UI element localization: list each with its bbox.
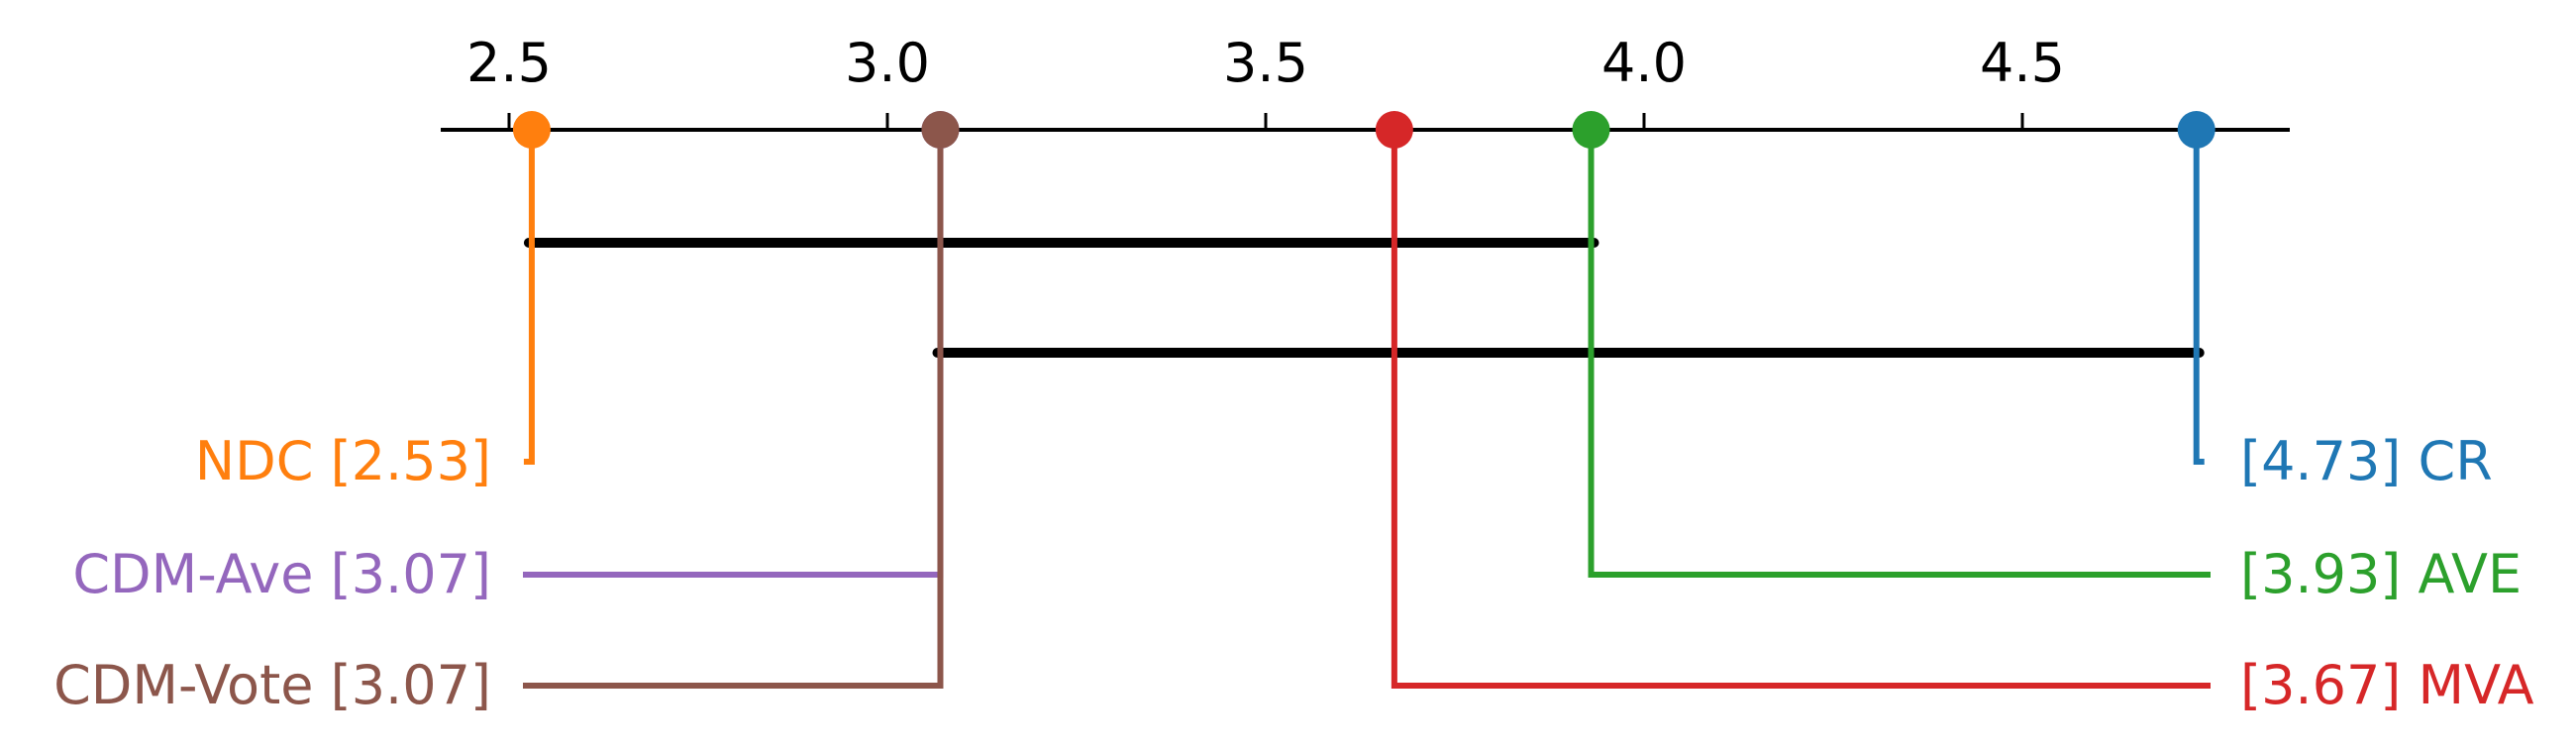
connector-mva: [1391, 130, 2211, 689]
method-label-cdm-ave: CDM-Ave [3.07]: [72, 543, 491, 605]
tick-label: 4.5: [1980, 32, 2065, 94]
tick-label: 4.0: [1601, 32, 1687, 94]
connector-cdm-ave: [523, 130, 944, 578]
connector-cr: [2193, 130, 2205, 465]
rank-marker-mva: [1375, 111, 1413, 149]
connector-ndc: [523, 130, 535, 465]
rank-marker-cr: [2177, 111, 2215, 149]
rank-marker-ndc: [512, 111, 551, 149]
method-connectors: [523, 130, 2211, 689]
rank-marker-cdm-vote: [921, 111, 960, 149]
rank-marker-ave: [1572, 111, 1610, 149]
clique-bars: [523, 238, 2205, 358]
method-label-cr: [4.73] CR: [2240, 430, 2493, 492]
method-labels: NDC [2.53] CDM-Ave [3.07] CDM-Vote [3.07] […: [53, 430, 2534, 716]
axis-ticks: 2.5 3.0 3.5 4.0 4.5: [466, 32, 2065, 130]
method-label-mva: [3.67] MVA: [2240, 654, 2534, 716]
method-label-ave: [3.93] AVE: [2240, 543, 2522, 605]
method-label-ndc: NDC [2.53]: [195, 430, 491, 492]
tick-label: 3.0: [845, 32, 930, 94]
rank-markers: [512, 111, 2215, 149]
tick-label: 2.5: [466, 32, 552, 94]
method-label-cdm-vote: CDM-Vote [3.07]: [53, 654, 491, 716]
connector-cdm-vote: [523, 130, 944, 689]
connector-ave: [1588, 130, 2211, 578]
tick-label: 3.5: [1223, 32, 1308, 94]
